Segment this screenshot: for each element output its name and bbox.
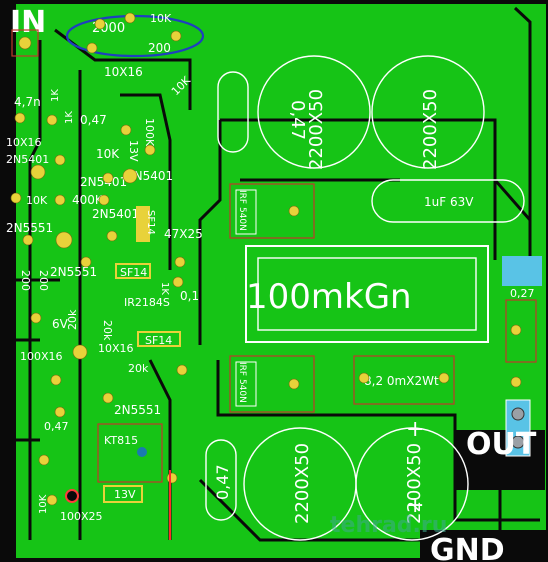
diode-13v-bot [103, 485, 143, 503]
annotation-ellipse [65, 14, 205, 58]
label-r-200-top: 200 [148, 41, 171, 55]
watermark: tehrad.ru [330, 513, 447, 538]
label-c-10x16-b: 10X16 [98, 342, 134, 355]
label-q-2n5401-b: 2N5401 [80, 175, 127, 189]
label-r-1k-b: 1K [64, 111, 75, 124]
label-r-100k: 100K [143, 118, 156, 147]
kt815-mount-hole [137, 447, 147, 457]
label-r-47x25: 47X25 [164, 227, 203, 241]
small-components: 2000 10K 200 10X16 4,7n 1K 1K 0,47 13V 1… [6, 12, 203, 523]
cap-1uf [371, 179, 525, 223]
diode-sf14-a [136, 206, 150, 242]
output-terminal [505, 399, 531, 457]
kt815-outline [97, 423, 163, 483]
label-c-027: 0,27 [510, 287, 535, 300]
label-d-6v: 6V [52, 317, 69, 331]
r-8-2-outline [353, 355, 455, 405]
cap-2200-a: 2200X50 0,47 [257, 55, 371, 170]
label-ic-ir2184s: IR2184S [124, 296, 170, 309]
label-r-10k-mid: 10K [96, 147, 120, 161]
diode-sf14-b [115, 263, 151, 279]
diode-sf14-c [137, 331, 181, 347]
label-r-400k: 400K [72, 193, 104, 207]
label-r-10k-bot: 10K [38, 494, 49, 514]
label-c-047-a: 0,47 [80, 113, 107, 127]
label-r-200-a: 200 [19, 270, 32, 291]
in-pad [18, 36, 32, 50]
label-d-sf14-b: SF14 [120, 266, 147, 279]
label-c-100x16: 100X16 [20, 350, 63, 363]
label-q-2n5551-b: 2N5551 [50, 265, 97, 279]
label-c-4n7: 4,7n [14, 95, 41, 109]
label-q-2n5551-c: 2N5551 [114, 403, 161, 417]
cap-2200-b: 2200X50 [371, 55, 485, 170]
label-q-2n5401-d: 2N5401 [92, 207, 139, 221]
label-c-10x16-top: 10X16 [104, 65, 143, 79]
label-d-sf14-c: SF14 [145, 334, 172, 347]
plus-sign-a: + [406, 417, 424, 442]
mosfet-bot: IRF 540N [229, 355, 315, 413]
label-c-01: 0,1 [180, 289, 199, 303]
label-r-10k-top: 10K [150, 12, 172, 25]
out-connector-block [502, 256, 542, 286]
label-r-10k-left: 10K [26, 194, 48, 207]
cap-2200-d: 2200X50 + + [355, 417, 469, 541]
label-c-047-b: 0,47 [44, 420, 69, 433]
label-r-1k-a: 1K [50, 89, 61, 102]
pads [10, 12, 522, 506]
label-c-100x25: 100X25 [60, 510, 103, 523]
label-cap-2200-a: 2200X50 [306, 89, 327, 170]
label-r-1k-c: 1K [159, 282, 170, 295]
gnd-label: GND [430, 533, 505, 562]
label-c-1uf: 1uF 63V [424, 195, 474, 209]
label-d-sf14-a: SF14 [145, 210, 156, 235]
label-r-20k-a: 20k [66, 309, 79, 330]
label-c-10x16-left: 10X16 [6, 136, 42, 149]
label-q-kt815: KT815 [104, 434, 138, 447]
label-r-20k-b: 20k [101, 320, 114, 341]
plus-sign-b: + [406, 493, 424, 518]
label-cap-2200-b: 2200X50 [420, 89, 441, 170]
label-q-2n5401-c: 2N5401 [126, 169, 173, 183]
label-d-13v-bot: 13V [114, 488, 136, 501]
inductor: 100mkGn [245, 245, 489, 343]
cap-047-top [217, 71, 249, 153]
label-mos-bot: IRF 540N [237, 362, 247, 403]
label-q-2n5401-a: 2N5401 [6, 153, 49, 166]
mosfet-top: IRF 540N [229, 183, 315, 239]
inductor-label: 100mkGn [246, 277, 412, 317]
label-cap-2200-c: 2200X50 [292, 443, 313, 524]
board-edge-left [6, 4, 16, 558]
in-label: IN [10, 5, 46, 40]
cap-047-bot-shape [205, 439, 237, 521]
label-c-047-big: 0,47 [287, 100, 308, 140]
label-q-2n5551-a: 2N5551 [6, 221, 53, 235]
gnd-terminal-area [420, 530, 548, 562]
label-r-20k-c: 20k [128, 362, 149, 375]
label-d-13v-top: 13V [127, 140, 140, 162]
in-connector [11, 29, 39, 57]
label-r-8-2: 8,2 0mX2Wt [364, 374, 439, 388]
c-027-outline [505, 299, 537, 363]
label-c-047-bot: 0,47 [213, 464, 232, 500]
out-label: OUT [466, 427, 537, 462]
label-cap-2200-d: 2200X50 [404, 443, 425, 524]
label-r-200-b: 200 [37, 270, 50, 291]
label-mos-top: IRF 540N [237, 190, 247, 231]
